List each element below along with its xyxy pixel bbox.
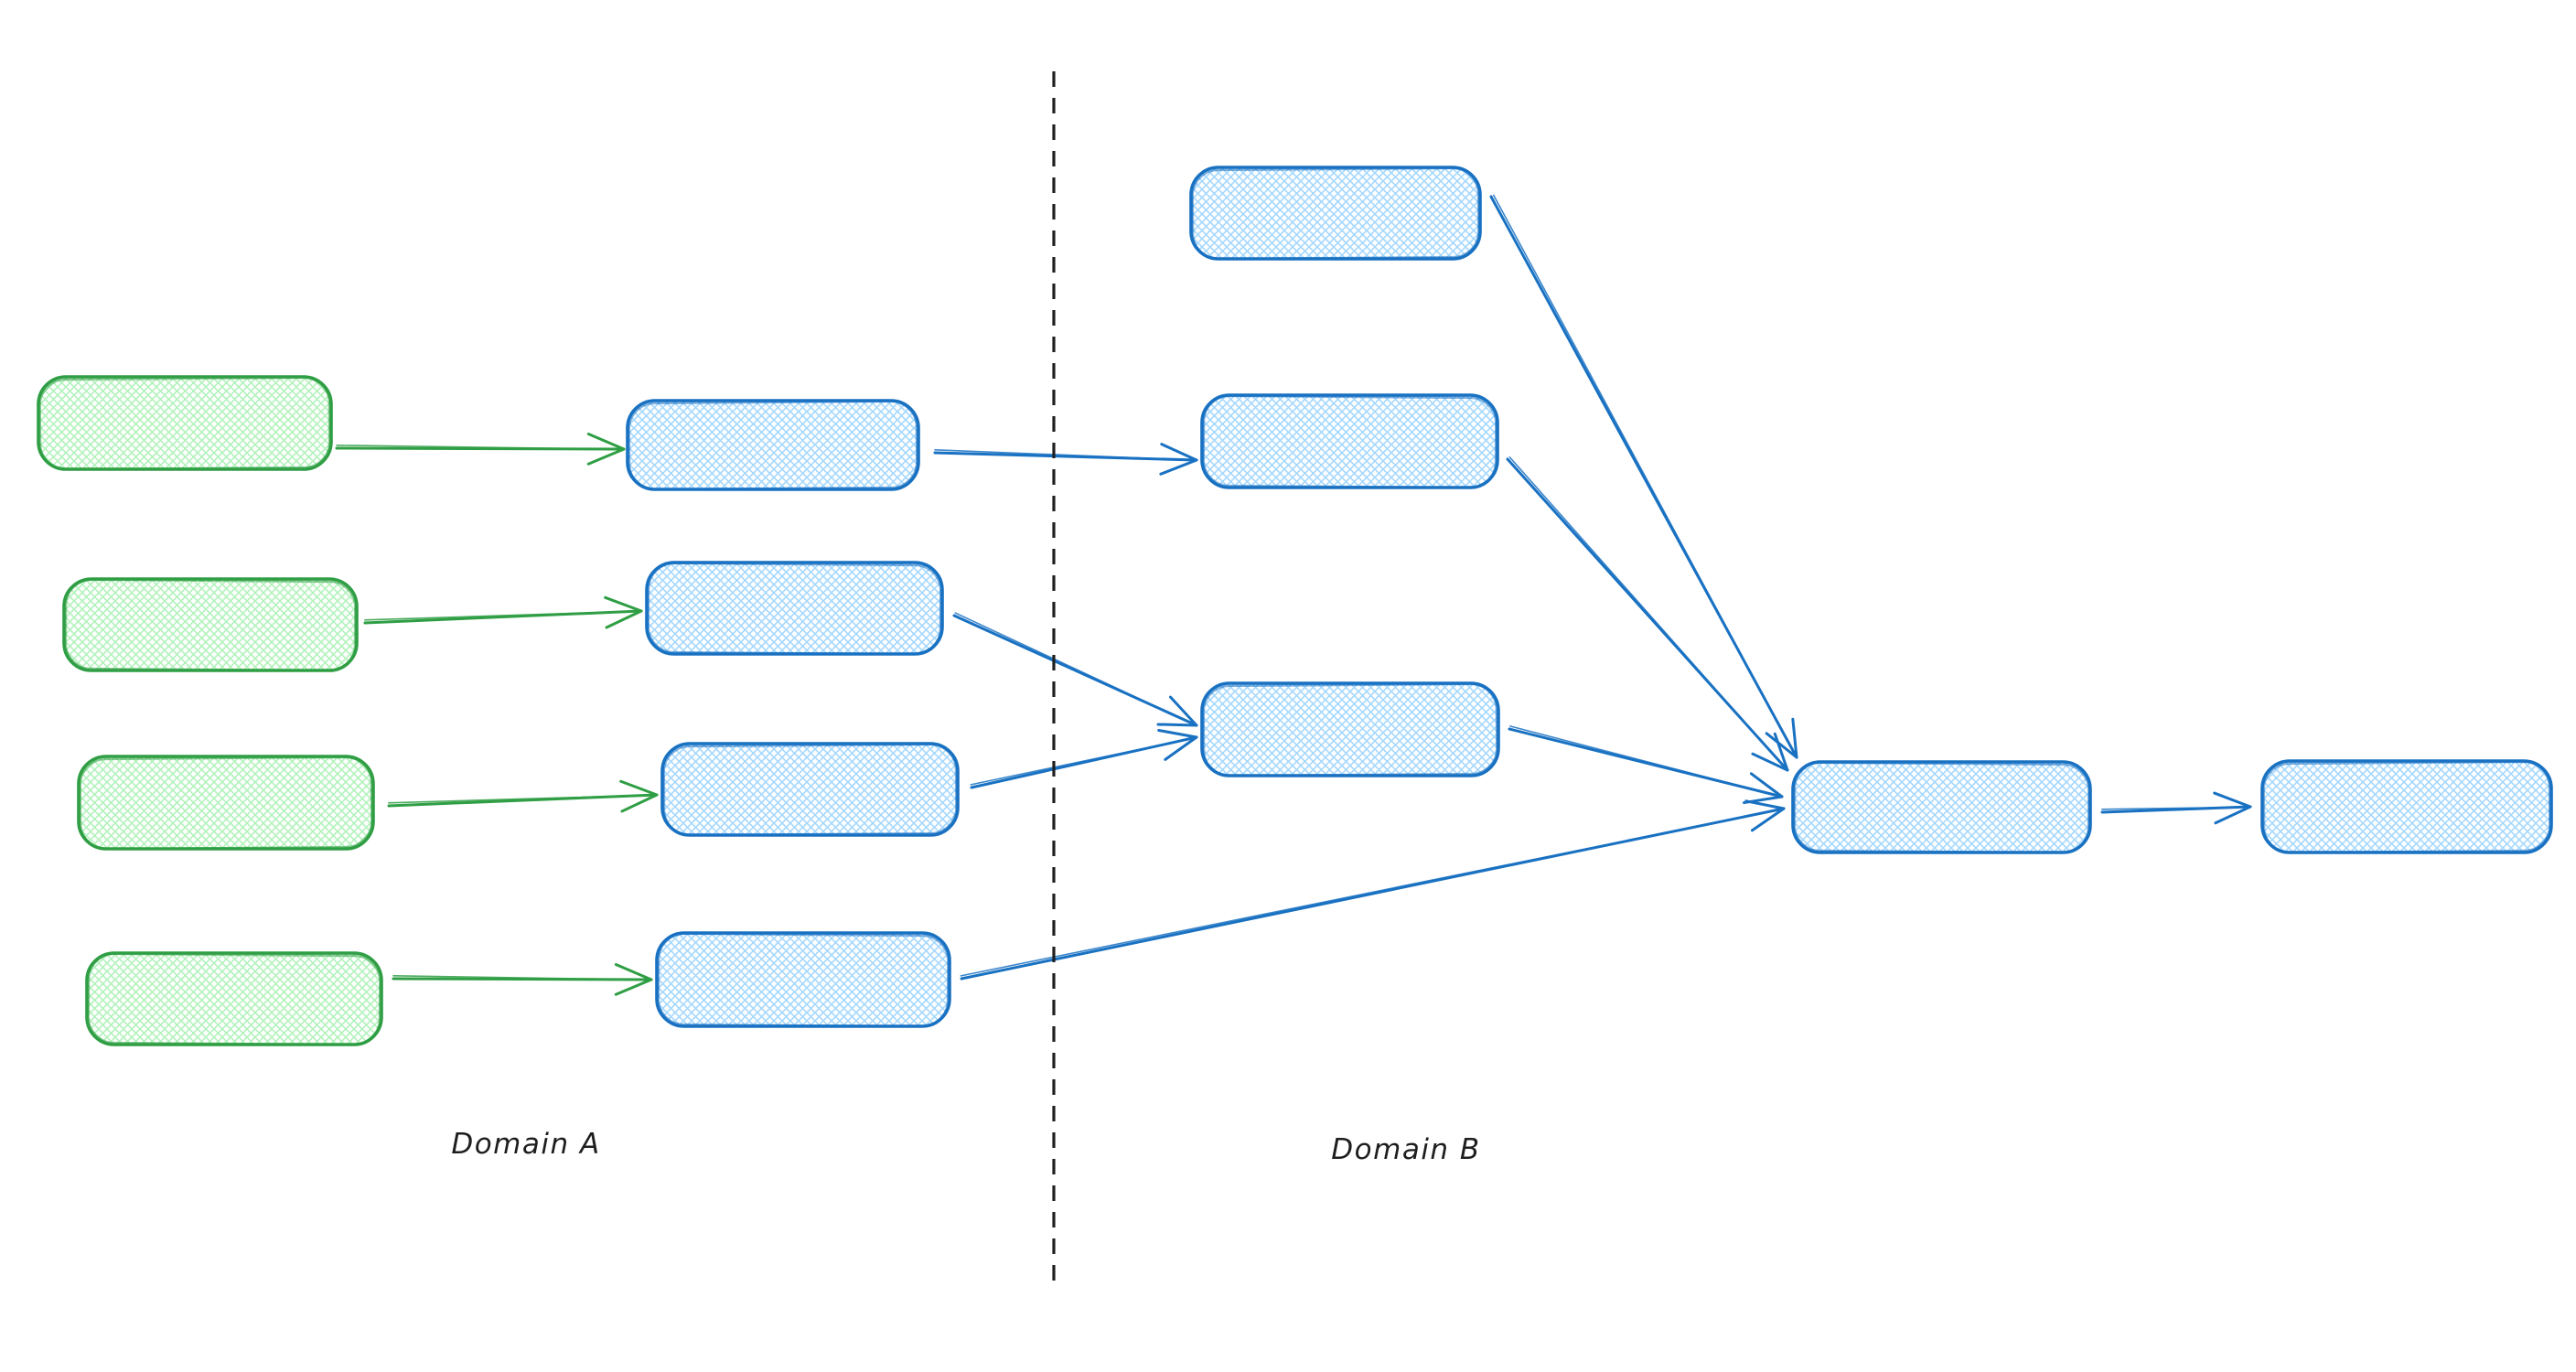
node-a-source-3 bbox=[77, 755, 375, 851]
node-a-source-2 bbox=[62, 577, 359, 672]
edge-b-hub__b-output bbox=[2100, 791, 2252, 825]
node-a-source-4 bbox=[85, 951, 383, 1046]
edge-b-node-3__b-hub bbox=[1508, 725, 1784, 805]
edge-a-source-3__a-node-3 bbox=[387, 779, 659, 813]
edges-layer bbox=[335, 194, 2252, 996]
nodes-layer bbox=[37, 166, 2553, 1046]
domain-b-label: Domain B bbox=[1331, 1133, 1481, 1166]
domain-a-label: Domain A bbox=[451, 1128, 601, 1161]
edge-a-node-3__b-node-3 bbox=[970, 728, 1198, 789]
edge-a-node-4__b-hub bbox=[960, 799, 1786, 981]
node-a-node-2 bbox=[645, 561, 944, 656]
edge-a-source-4__a-node-4 bbox=[392, 963, 653, 996]
edge-a-node-1__b-node-2 bbox=[933, 443, 1198, 476]
node-b-node-3 bbox=[1200, 681, 1500, 777]
edge-a-node-2__b-node-3 bbox=[952, 612, 1198, 727]
node-a-node-4 bbox=[655, 931, 951, 1028]
node-b-output bbox=[2260, 759, 2553, 854]
edge-a-source-2__a-node-2 bbox=[363, 595, 643, 629]
edge-b-node-2__b-hub bbox=[1506, 456, 1789, 772]
node-a-node-3 bbox=[660, 742, 960, 837]
node-b-hub bbox=[1791, 760, 2092, 854]
edge-b-node-1__b-hub bbox=[1489, 194, 1798, 759]
node-a-source-1 bbox=[37, 375, 333, 471]
node-b-node-1 bbox=[1189, 166, 1482, 261]
edge-a-source-1__a-node-1 bbox=[335, 433, 626, 466]
node-a-node-1 bbox=[626, 399, 920, 491]
node-b-node-2 bbox=[1200, 393, 1499, 489]
